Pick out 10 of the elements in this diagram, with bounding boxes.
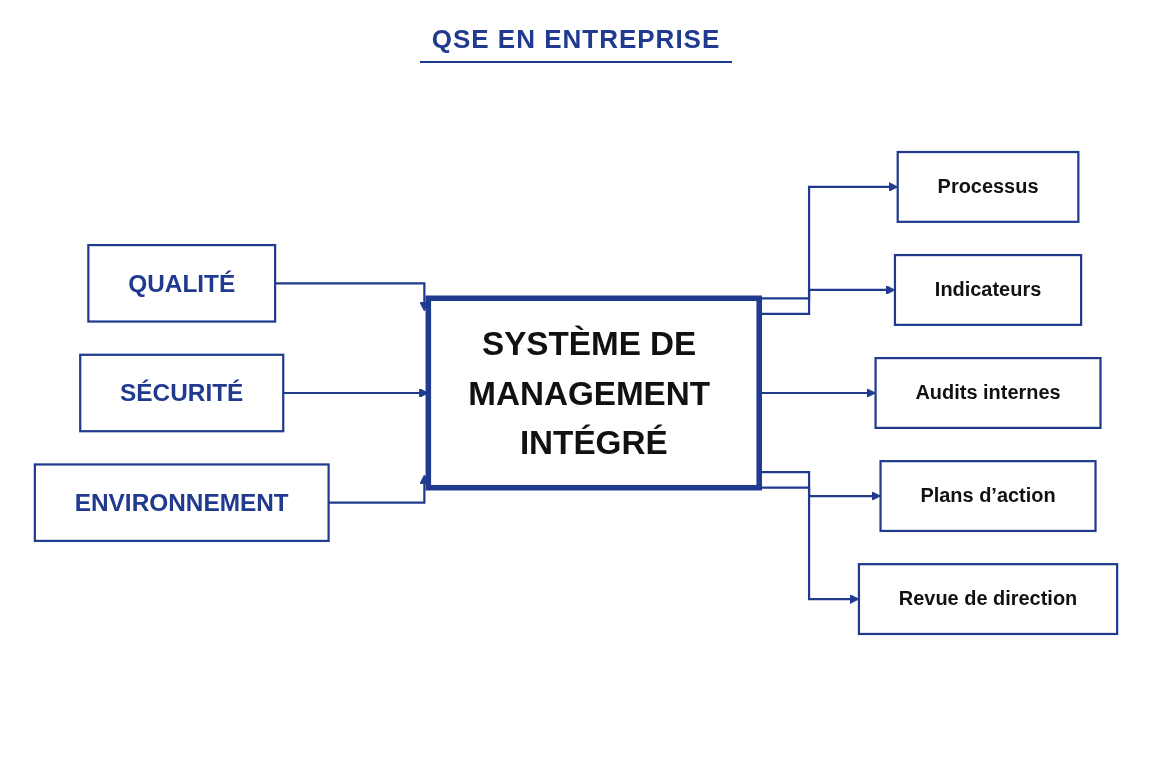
node-box: Revue de direction — [857, 563, 1119, 636]
node-box: SÉCURITÉ — [79, 353, 285, 433]
node-box: SYSTÈME DE MANAGEMENT INTÉGRÉ — [425, 295, 762, 491]
node-box: Audits internes — [874, 357, 1102, 429]
node-box: Processus — [896, 150, 1080, 223]
node-box: Plans d’action — [879, 460, 1097, 533]
diagram-title: QSE EN ENTREPRISE — [419, 24, 733, 63]
node-box: Indicateurs — [893, 253, 1083, 326]
node-box: ENVIRONNEMENT — [33, 463, 330, 542]
node-box: QUALITÉ — [87, 244, 277, 323]
